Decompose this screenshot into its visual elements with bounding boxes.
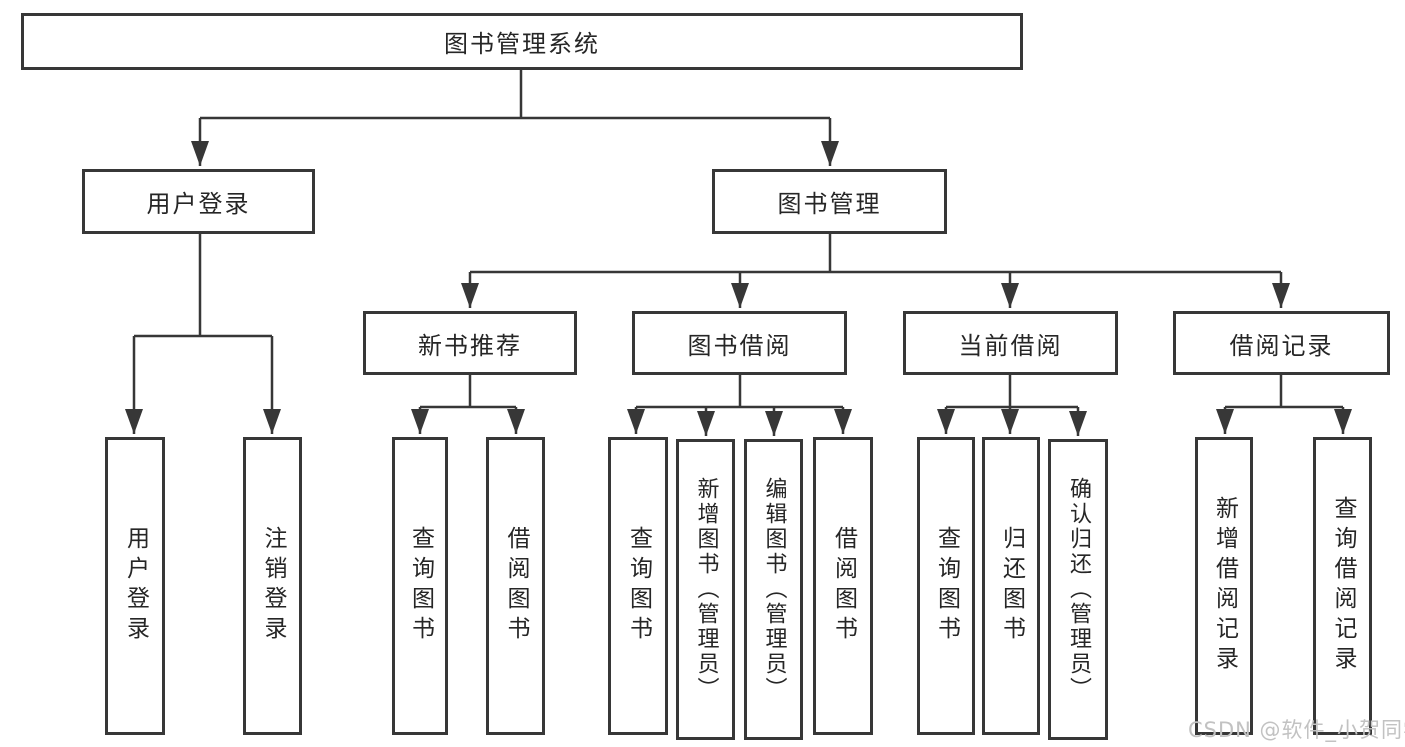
leaf-query-books-recommend: 查询图书	[392, 437, 448, 735]
leaf-label: 注销登录	[260, 526, 286, 646]
node-label: 图书管理系统	[444, 30, 600, 58]
leaf-label: 用户登录	[122, 526, 149, 646]
node-book-borrow: 图书借阅	[632, 311, 847, 375]
node-new-book-recommend: 新书推荐	[363, 311, 577, 375]
leaf-label: 新增图书（管理员）	[693, 477, 719, 702]
leaf-label: 确认归还（管理员）	[1066, 477, 1091, 702]
leaf-label: 查询图书	[933, 526, 960, 646]
leaf-return-books: 归还图书	[982, 437, 1040, 735]
node-label: 借阅记录	[1229, 331, 1334, 360]
node-book-management: 图书管理	[712, 169, 947, 234]
leaf-label: 查询图书	[407, 526, 434, 646]
connector-root-to-level2	[191, 69, 839, 166]
csdn-watermark: CSDN @软件_小贺同学	[1188, 718, 1405, 742]
node-root: 图书管理系统	[21, 13, 1023, 70]
leaf-query-borrow-record: 查询借阅记录	[1313, 437, 1372, 735]
connector-book-borrow-branch	[627, 374, 852, 436]
node-user-login: 用户登录	[82, 169, 315, 234]
leaf-label: 归还图书	[998, 526, 1025, 646]
leaf-label: 查询借阅记录	[1330, 496, 1356, 676]
connector-borrow-records-branch	[1216, 374, 1352, 434]
node-label: 用户登录	[146, 190, 251, 218]
leaf-query-books-current: 查询图书	[917, 437, 975, 735]
leaf-edit-books-admin: 编辑图书（管理员）	[744, 439, 803, 740]
node-label: 当前借阅	[958, 331, 1063, 360]
leaf-add-borrow-record: 新增借阅记录	[1195, 437, 1253, 735]
connector-new-book-branch	[411, 374, 525, 434]
leaf-confirm-return-admin: 确认归还（管理员）	[1048, 439, 1108, 740]
connector-current-borrow-branch	[937, 374, 1087, 436]
leaf-borrow-books: 借阅图书	[813, 437, 873, 735]
node-label: 图书借阅	[687, 331, 792, 360]
node-borrow-records: 借阅记录	[1173, 311, 1390, 375]
leaf-add-books-admin: 新增图书（管理员）	[676, 439, 735, 740]
node-current-borrow: 当前借阅	[903, 311, 1118, 375]
leaf-label: 借阅图书	[830, 526, 857, 646]
connector-book-management-branch	[461, 233, 1290, 308]
node-label: 新书推荐	[418, 331, 522, 360]
leaf-logout-login: 注销登录	[243, 437, 302, 735]
leaf-user-login: 用户登录	[105, 437, 165, 735]
leaf-borrow-books-recommend: 借阅图书	[486, 437, 545, 735]
leaf-label: 编辑图书（管理员）	[761, 477, 787, 702]
leaf-label: 新增借阅记录	[1211, 496, 1238, 676]
leaf-label: 查询图书	[625, 526, 652, 646]
leaf-label: 借阅图书	[503, 526, 529, 646]
leaf-query-books-borrow: 查询图书	[608, 437, 668, 735]
connector-user-login-branch	[125, 233, 281, 434]
node-label: 图书管理	[777, 190, 882, 218]
